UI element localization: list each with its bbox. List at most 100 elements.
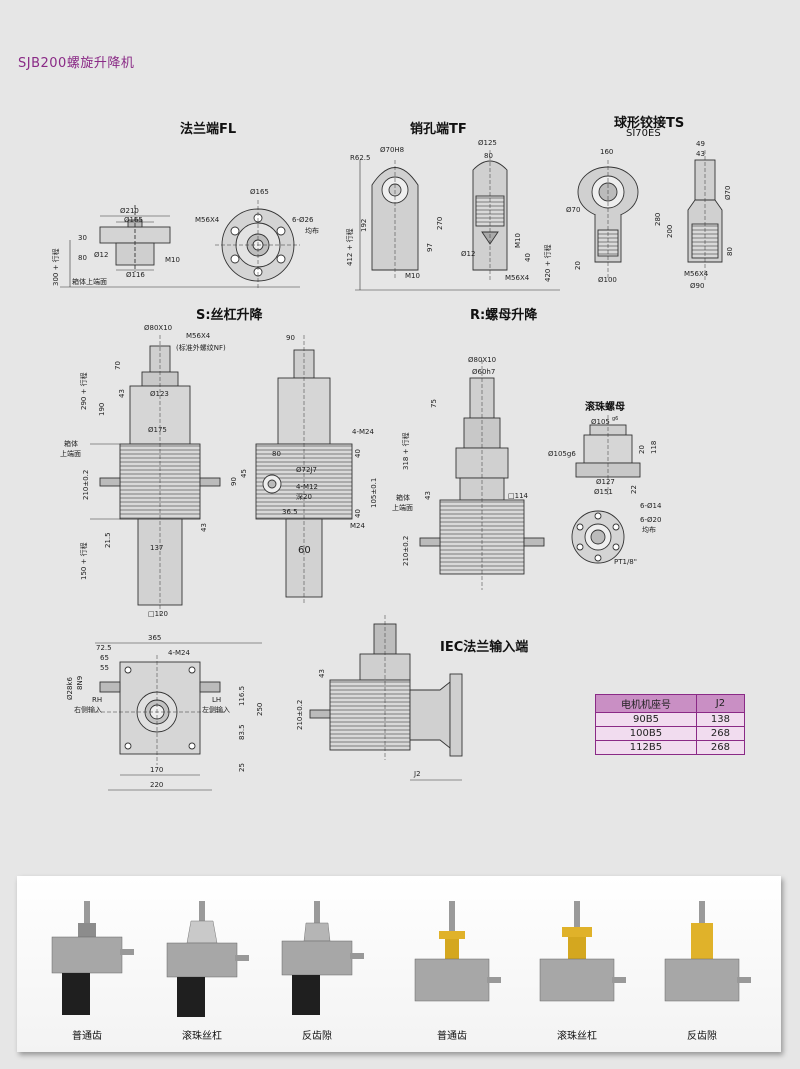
- engineering-drawings: Ø210 Ø165 Ø12 Ø116 M10 30 80 300 + 行程 箱体…: [51, 139, 734, 791]
- plan-dim: 72.5: [96, 644, 112, 652]
- tf-dim: 40: [524, 253, 532, 262]
- ts-dim: M56X4: [684, 270, 709, 278]
- s-dim: 80: [272, 450, 281, 458]
- product-label: 滚珠丝杠: [182, 1031, 222, 1042]
- table-header: 电机机座号: [595, 694, 697, 713]
- s-dim: 40: [354, 449, 362, 458]
- s-dim: 4-M12: [296, 483, 318, 491]
- fl-dim: Ø12: [94, 251, 108, 259]
- s-dim: 290 + 行程: [79, 372, 88, 410]
- tf-dim: Ø70H8: [380, 146, 404, 154]
- ballnut-dim: Ø105g6: [548, 450, 576, 458]
- fl-dim: 箱体上端面: [72, 277, 107, 286]
- tf-dim: 192: [360, 219, 368, 232]
- r-title: R:螺母升降: [470, 308, 538, 323]
- r-dim: 箱体: [396, 493, 410, 502]
- product-item: 普通齿: [397, 893, 507, 1042]
- s-dim: M56X4: [186, 332, 211, 340]
- fl-dim: Ø165: [124, 216, 143, 224]
- r-dim: 210±0.2: [402, 536, 410, 566]
- s-dim: 43: [118, 389, 126, 398]
- product-item: 滚珠丝杠: [522, 893, 632, 1042]
- product-label: 普通齿: [437, 1031, 467, 1042]
- table-cell: 112B5: [595, 740, 697, 755]
- product-image: [166, 901, 249, 1017]
- ballnut-dim: 6-Ø20: [640, 516, 661, 524]
- product-label: 反齿隙: [687, 1031, 717, 1042]
- product-item: 反齿隙: [262, 893, 372, 1042]
- tf-front-view: [355, 160, 560, 291]
- fl-top-view: [215, 200, 300, 290]
- s-dim: 深20: [296, 492, 312, 501]
- table-cell: 100B5: [595, 726, 697, 741]
- plan-dim: 170: [150, 766, 163, 774]
- r-dim: 318 + 行程: [401, 432, 410, 470]
- product-image: [664, 901, 751, 1002]
- s-dim: 43: [200, 523, 208, 532]
- r-dim: Ø60h7: [472, 368, 495, 376]
- s-title: S:丝杠升降: [196, 308, 263, 323]
- ts-dim: 49: [696, 140, 705, 148]
- s-dim: □120: [148, 610, 168, 618]
- plan-dim: 右侧输入: [74, 705, 102, 714]
- table-cell: 268: [695, 726, 746, 741]
- s-dim: 150 + 行程: [79, 542, 88, 580]
- tf-dim: R62.5: [350, 154, 370, 162]
- product-item: 普通齿: [32, 893, 142, 1042]
- product-image: [539, 901, 626, 1002]
- table-row: 90B5 138: [595, 712, 746, 727]
- ballnut-dim: Ø105: [591, 418, 610, 426]
- fl-dim: 300 + 行程: [51, 248, 60, 286]
- product-label: 滚珠丝杠: [557, 1031, 597, 1042]
- plan-dim: LH: [212, 696, 221, 704]
- table-cell: 268: [695, 740, 746, 755]
- fl-dim: 80: [78, 254, 87, 262]
- ts-side-view: [687, 150, 723, 280]
- tf-dim: Ø125: [478, 139, 497, 147]
- r-dim: 75: [430, 399, 438, 408]
- ts-dim: 280: [654, 213, 662, 226]
- r-dim: Ø80X10: [468, 356, 496, 364]
- r-dim: 上端面: [392, 503, 413, 512]
- tf-side-view: [472, 150, 508, 282]
- ballnut-dim: 均布: [642, 525, 656, 534]
- iec-view: [309, 615, 463, 781]
- iec-dim: J2: [413, 770, 421, 778]
- r-dim: □114: [508, 492, 529, 500]
- iec-title: IEC法兰输入端: [440, 640, 529, 655]
- ts-front-view: [577, 160, 639, 280]
- product-image: [51, 901, 134, 1015]
- tf-dim: 412 + 行程: [345, 228, 354, 266]
- s-dim: Ø123: [150, 390, 169, 398]
- s-dim: 36.5: [282, 508, 298, 516]
- table-header-row: 电机机座号 J2: [595, 694, 746, 713]
- plan-dim: 左侧输入: [202, 705, 230, 714]
- s-dim: 21.5: [104, 532, 112, 548]
- ts-subtitle: SI70ES: [626, 128, 661, 139]
- ballnut-dim: PT1/8": [614, 558, 637, 566]
- table-row: 112B5 268: [595, 740, 746, 755]
- tf-title: 销孔端TF: [410, 122, 467, 137]
- ts-dim: Ø70: [724, 186, 732, 200]
- s-dim: 210±0.2: [82, 470, 90, 500]
- plan-view: [95, 642, 262, 791]
- table-row: 100B5 268: [595, 726, 746, 741]
- s-dim: 105±0.1: [370, 478, 378, 508]
- s-dim: 40: [354, 509, 362, 518]
- fl-dim: 均布: [305, 226, 319, 235]
- fl-side-view: [60, 205, 300, 288]
- s-dim: Ø80X10: [144, 324, 172, 332]
- fl-dim: M56X4: [195, 216, 220, 224]
- ballnut-dim: Ø151: [594, 488, 613, 496]
- plan-dim: 65: [100, 654, 109, 662]
- product-item: 滚珠丝杠: [147, 893, 257, 1042]
- r-front-view: [419, 360, 545, 590]
- ballnut-dim: 6-Ø14: [640, 502, 662, 510]
- ballnut-dim: Ø127: [596, 478, 615, 486]
- tf-dim: M56X4: [505, 274, 530, 282]
- s-dim: 137: [150, 544, 163, 552]
- product-label: 普通齿: [72, 1031, 102, 1042]
- plan-dim: 250: [256, 703, 264, 716]
- fl-dim: M10: [165, 256, 180, 264]
- fl-dim: Ø116: [126, 271, 145, 279]
